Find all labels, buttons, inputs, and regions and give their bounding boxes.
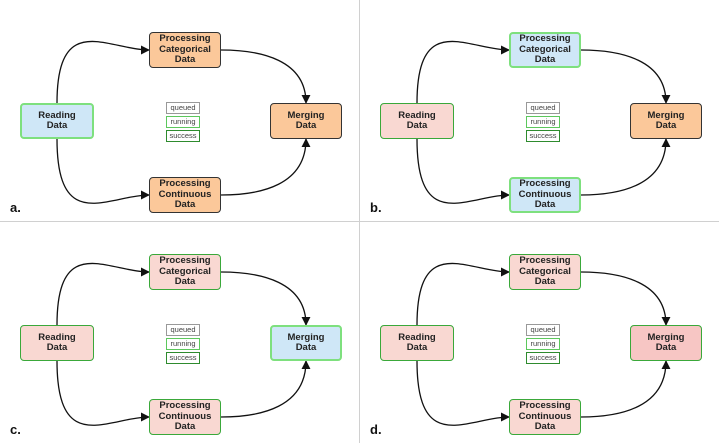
processing-categorical-node[interactable]: Processing Categorical Data (509, 254, 581, 290)
edge-read-to-cont (56, 360, 150, 426)
node-label: Processing Categorical Data (519, 33, 571, 66)
node-label: Processing Continuous Data (158, 178, 212, 211)
node-label: Merging Data (647, 331, 685, 353)
edge-cat-to-merge (580, 271, 671, 326)
edge-cont-to-merge (220, 138, 311, 196)
status-legend: queued running success (166, 324, 200, 366)
reading-data-node[interactable]: Reading Data (380, 325, 454, 361)
edge-read-to-cat (416, 262, 510, 326)
processing-continuous-node[interactable]: Processing Continuous Data (509, 177, 581, 213)
panel-label: c. (10, 422, 21, 437)
legend-item-success: success (526, 352, 560, 364)
merging-data-node[interactable]: Merging Data (630, 325, 702, 361)
node-label: Processing Categorical Data (519, 255, 571, 288)
edge-cont-to-merge (220, 360, 311, 418)
node-label: Reading Data (38, 331, 76, 353)
reading-data-node[interactable]: Reading Data (20, 103, 94, 139)
edge-read-to-cat (56, 262, 150, 326)
reading-data-node[interactable]: Reading Data (380, 103, 454, 139)
edge-read-to-cont (56, 138, 150, 204)
edge-cat-to-merge (580, 49, 671, 104)
processing-continuous-node[interactable]: Processing Continuous Data (149, 177, 221, 213)
edges-layer (416, 40, 671, 204)
legend-item-success: success (166, 130, 200, 142)
edge-read-to-cat (56, 40, 150, 104)
legend-item-queued: queued (166, 324, 200, 336)
processing-categorical-node[interactable]: Processing Categorical Data (149, 254, 221, 290)
legend-item-running: running (526, 116, 560, 128)
legend-item-running: running (526, 338, 560, 350)
status-legend: queued running success (526, 102, 560, 144)
edge-cont-to-merge (580, 360, 671, 418)
edge-cont-to-merge (580, 138, 671, 196)
node-label: Processing Categorical Data (159, 33, 211, 66)
processing-categorical-node[interactable]: Processing Categorical Data (149, 32, 221, 68)
processing-continuous-node[interactable]: Processing Continuous Data (149, 399, 221, 435)
panel-label: d. (370, 422, 382, 437)
edge-read-to-cont (416, 138, 510, 204)
node-label: Processing Continuous Data (158, 400, 212, 433)
edge-read-to-cont (416, 360, 510, 426)
node-label: Reading Data (398, 331, 436, 353)
processing-categorical-node[interactable]: Processing Categorical Data (509, 32, 581, 68)
node-label: Merging Data (287, 331, 325, 353)
node-label: Processing Continuous Data (518, 178, 572, 211)
panel-label: a. (10, 200, 21, 215)
node-label: Merging Data (287, 109, 325, 131)
reading-data-node[interactable]: Reading Data (20, 325, 94, 361)
legend-item-success: success (166, 352, 200, 364)
merging-data-node[interactable]: Merging Data (270, 103, 342, 139)
edges-layer (416, 262, 671, 426)
legend-item-success: success (526, 130, 560, 142)
panel-label: b. (370, 200, 382, 215)
edges-layer (56, 40, 311, 204)
edge-read-to-cat (416, 40, 510, 104)
merging-data-node[interactable]: Merging Data (270, 325, 342, 361)
edge-cat-to-merge (220, 49, 311, 104)
status-legend: queued running success (526, 324, 560, 366)
status-legend: queued running success (166, 102, 200, 144)
node-label: Merging Data (647, 109, 685, 131)
legend-item-queued: queued (166, 102, 200, 114)
horizontal-divider (0, 221, 719, 222)
node-label: Processing Continuous Data (518, 400, 572, 433)
merging-data-node[interactable]: Merging Data (630, 103, 702, 139)
legend-item-running: running (166, 116, 200, 128)
legend-item-queued: queued (526, 102, 560, 114)
node-label: Reading Data (38, 109, 76, 131)
legend-item-running: running (166, 338, 200, 350)
edges-layer (56, 262, 311, 426)
processing-continuous-node[interactable]: Processing Continuous Data (509, 399, 581, 435)
edge-cat-to-merge (220, 271, 311, 326)
legend-item-queued: queued (526, 324, 560, 336)
node-label: Reading Data (398, 109, 436, 131)
node-label: Processing Categorical Data (159, 255, 211, 288)
